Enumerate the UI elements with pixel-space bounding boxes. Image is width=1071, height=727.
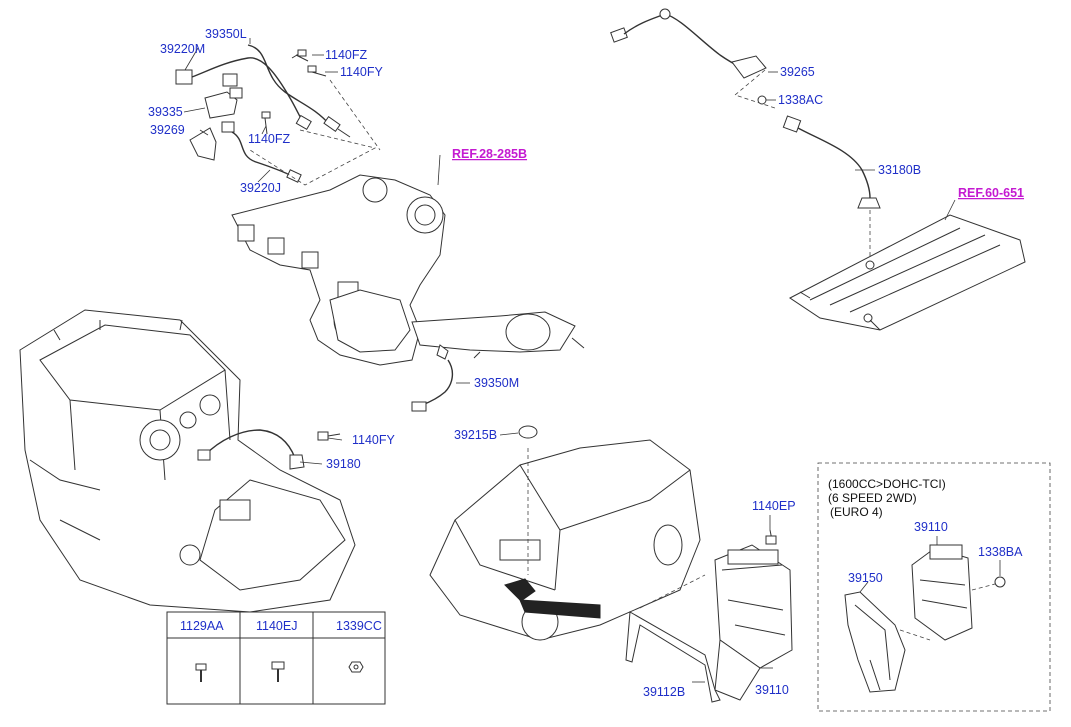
flange-bolt-icon — [271, 661, 285, 682]
bolt-icon — [195, 663, 207, 682]
label-39269: 39269 — [150, 123, 185, 137]
table-header-1129AA: 1129AA — [180, 619, 224, 633]
label-1140FY-top: 1140FY — [340, 65, 384, 79]
oxygen-sensor-group — [175, 44, 351, 183]
fastener-table: 1129AA 1140EJ 1339CC — [166, 611, 386, 705]
label-39112B: 39112B — [643, 685, 685, 699]
label-1140FZ-top: 1140FZ — [325, 48, 368, 62]
variant-box — [817, 462, 1051, 712]
label-39350M: 39350M — [474, 376, 519, 390]
leader-lines — [183, 38, 1001, 683]
label-39110-variant: 39110 — [914, 520, 948, 534]
ref-28-285B[interactable]: REF.28-285B — [452, 147, 527, 161]
label-1338BA: 1338BA — [978, 545, 1023, 559]
variant-note-transmission: (6 SPEED 2WD) — [828, 491, 917, 505]
ref-60-651[interactable]: REF.60-651 — [958, 186, 1024, 200]
label-1140FY-engine: 1140FY — [352, 433, 396, 447]
label-39215B: 39215B — [454, 428, 497, 442]
table-header-1339CC: 1339CC — [336, 619, 382, 633]
label-39265: 39265 — [780, 65, 815, 79]
variant-note-engine: (1600CC>DOHC-TCI) — [828, 477, 946, 491]
ecu-assembly — [625, 529, 793, 703]
label-39350L: 39350L — [205, 27, 247, 41]
label-39180: 39180 — [326, 457, 361, 471]
grommet-39215B — [518, 425, 538, 439]
sensor-39265-group — [610, 8, 881, 300]
label-1140EP: 1140EP — [752, 499, 796, 513]
label-1338AC: 1338AC — [778, 93, 823, 107]
hatchback-car — [429, 439, 701, 641]
label-39220M: 39220M — [160, 42, 205, 56]
label-39150: 39150 — [848, 571, 883, 585]
label-39335: 39335 — [148, 105, 183, 119]
engine-block — [19, 309, 356, 613]
nut-icon — [348, 661, 364, 673]
label-39110-center: 39110 — [755, 683, 789, 697]
exhaust-manifold-turbo — [231, 174, 585, 412]
label-1140FZ-mid: 1140FZ — [248, 132, 291, 146]
table-header-1140EJ: 1140EJ — [256, 619, 297, 633]
variant-note-emission: (EURO 4) — [830, 505, 883, 519]
floor-panel — [789, 214, 1026, 331]
label-33180B: 33180B — [878, 163, 921, 177]
label-39220J: 39220J — [240, 181, 281, 195]
